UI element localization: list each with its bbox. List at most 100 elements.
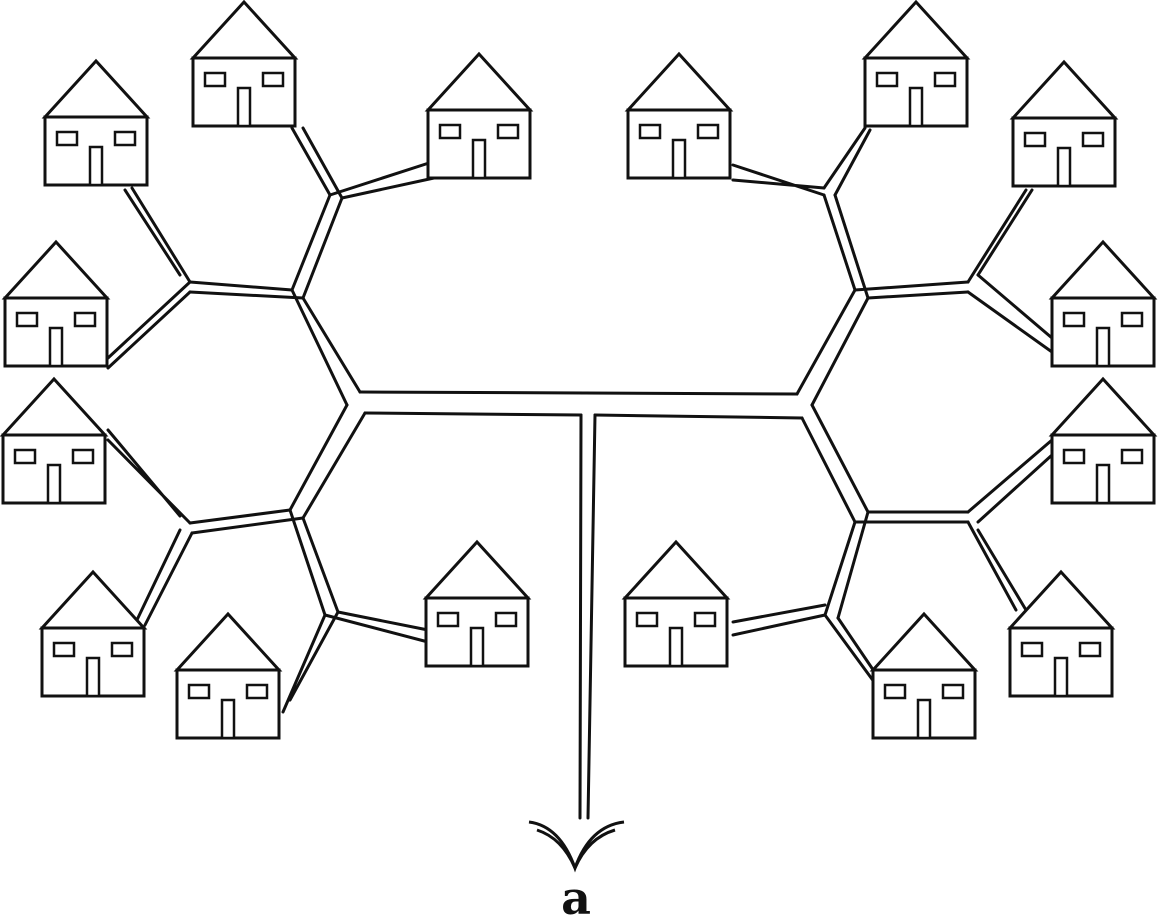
house-7	[173, 611, 283, 740]
house-window-right	[1120, 311, 1144, 328]
house-11	[1009, 59, 1119, 188]
house-window-right	[261, 71, 285, 88]
right-lower-branch-to-house	[731, 603, 827, 637]
house-window-left	[15, 311, 39, 328]
house-door	[85, 656, 101, 698]
house-15	[869, 611, 979, 740]
house-roof	[424, 51, 534, 112]
house-roof	[38, 569, 148, 630]
house-10	[861, 0, 971, 128]
house-window-left	[52, 641, 76, 658]
house-window-right	[110, 641, 134, 658]
right-lower-branch-down	[823, 510, 870, 620]
house-window-left	[438, 123, 462, 140]
house-2	[189, 0, 299, 128]
left-upper-branch-to-house-2	[290, 126, 344, 200]
house-window-left	[436, 611, 460, 628]
house-14	[1006, 569, 1116, 698]
outlet-arrow	[528, 820, 625, 873]
outlet-label: a	[561, 871, 591, 920]
house-window-right	[494, 611, 518, 628]
house-window-left	[13, 448, 37, 465]
house-window-right	[1081, 131, 1105, 148]
house-door	[1053, 656, 1069, 698]
right-upper-junction-road	[853, 280, 970, 300]
left-far-lower-branch-down	[134, 528, 194, 627]
house-roof	[1009, 59, 1119, 120]
house-door	[916, 698, 932, 740]
left-far-branch-down	[106, 280, 192, 370]
house-window-right	[496, 123, 520, 140]
house-window-left	[1062, 311, 1086, 328]
house-5	[0, 376, 109, 505]
left-lower-branch-to-house-bottom	[281, 610, 340, 714]
right-far-lower-branch-down	[966, 520, 1028, 612]
house-door	[908, 86, 924, 128]
right-far-branch-down	[966, 273, 1054, 354]
house-door	[671, 138, 687, 180]
right-far-branch-up	[966, 188, 1034, 284]
house-door	[88, 145, 104, 187]
house-door	[1095, 463, 1111, 505]
left-lower-branch-down	[288, 508, 340, 617]
left-lower-junction-road	[188, 508, 305, 535]
house-door	[1056, 146, 1072, 188]
right-upper-diagonal-road	[795, 288, 870, 407]
right-upper-branch-to-house-top	[822, 126, 872, 197]
house-window-right	[73, 311, 97, 328]
house-window-right	[1120, 448, 1144, 465]
left-far-lower-branch-up	[106, 428, 192, 525]
house-4	[1, 239, 111, 368]
house-door	[471, 138, 487, 180]
road-network	[106, 126, 1054, 820]
house-window-left	[883, 683, 907, 700]
spine-road-bottom	[363, 411, 804, 420]
house-roof	[1, 239, 111, 300]
house-door	[220, 698, 236, 740]
trunk-road	[578, 413, 597, 820]
houses	[0, 0, 1158, 740]
house-window-left	[187, 683, 211, 700]
house-door	[236, 86, 252, 128]
house-window-left	[1023, 131, 1047, 148]
house-roof	[189, 0, 299, 60]
house-window-right	[933, 71, 957, 88]
house-roof	[1006, 569, 1116, 630]
left-upper-branch-up	[290, 193, 344, 300]
left-lower-diagonal-road	[288, 403, 367, 520]
house-roof	[173, 611, 283, 672]
house-3	[424, 51, 534, 180]
house-window-left	[875, 71, 899, 88]
house-door	[668, 626, 684, 668]
house-1	[41, 58, 151, 187]
right-far-lower-branch-up	[966, 438, 1054, 524]
house-window-right	[941, 683, 965, 700]
house-door	[46, 463, 62, 505]
house-roof	[624, 51, 734, 112]
house-window-right	[245, 683, 269, 700]
house-roof	[621, 539, 731, 600]
right-lower-junction-road	[853, 510, 970, 524]
house-16	[621, 539, 731, 668]
left-far-branch-up	[123, 186, 192, 284]
house-roof	[861, 0, 971, 60]
house-door	[48, 326, 64, 368]
house-window-right	[1078, 641, 1102, 658]
house-roof	[0, 376, 109, 437]
house-door	[1095, 326, 1111, 368]
house-window-right	[71, 448, 95, 465]
house-window-right	[113, 130, 137, 147]
house-13	[1048, 376, 1158, 505]
house-window-right	[696, 123, 720, 140]
house-window-left	[638, 123, 662, 140]
house-door	[469, 626, 485, 668]
house-window-right	[693, 611, 717, 628]
spine-road-top	[358, 390, 799, 396]
house-6	[38, 569, 148, 698]
house-window-left	[635, 611, 659, 628]
house-roof	[1048, 239, 1158, 300]
house-12	[1048, 239, 1158, 368]
house-9	[624, 51, 734, 180]
house-roof	[869, 611, 979, 672]
